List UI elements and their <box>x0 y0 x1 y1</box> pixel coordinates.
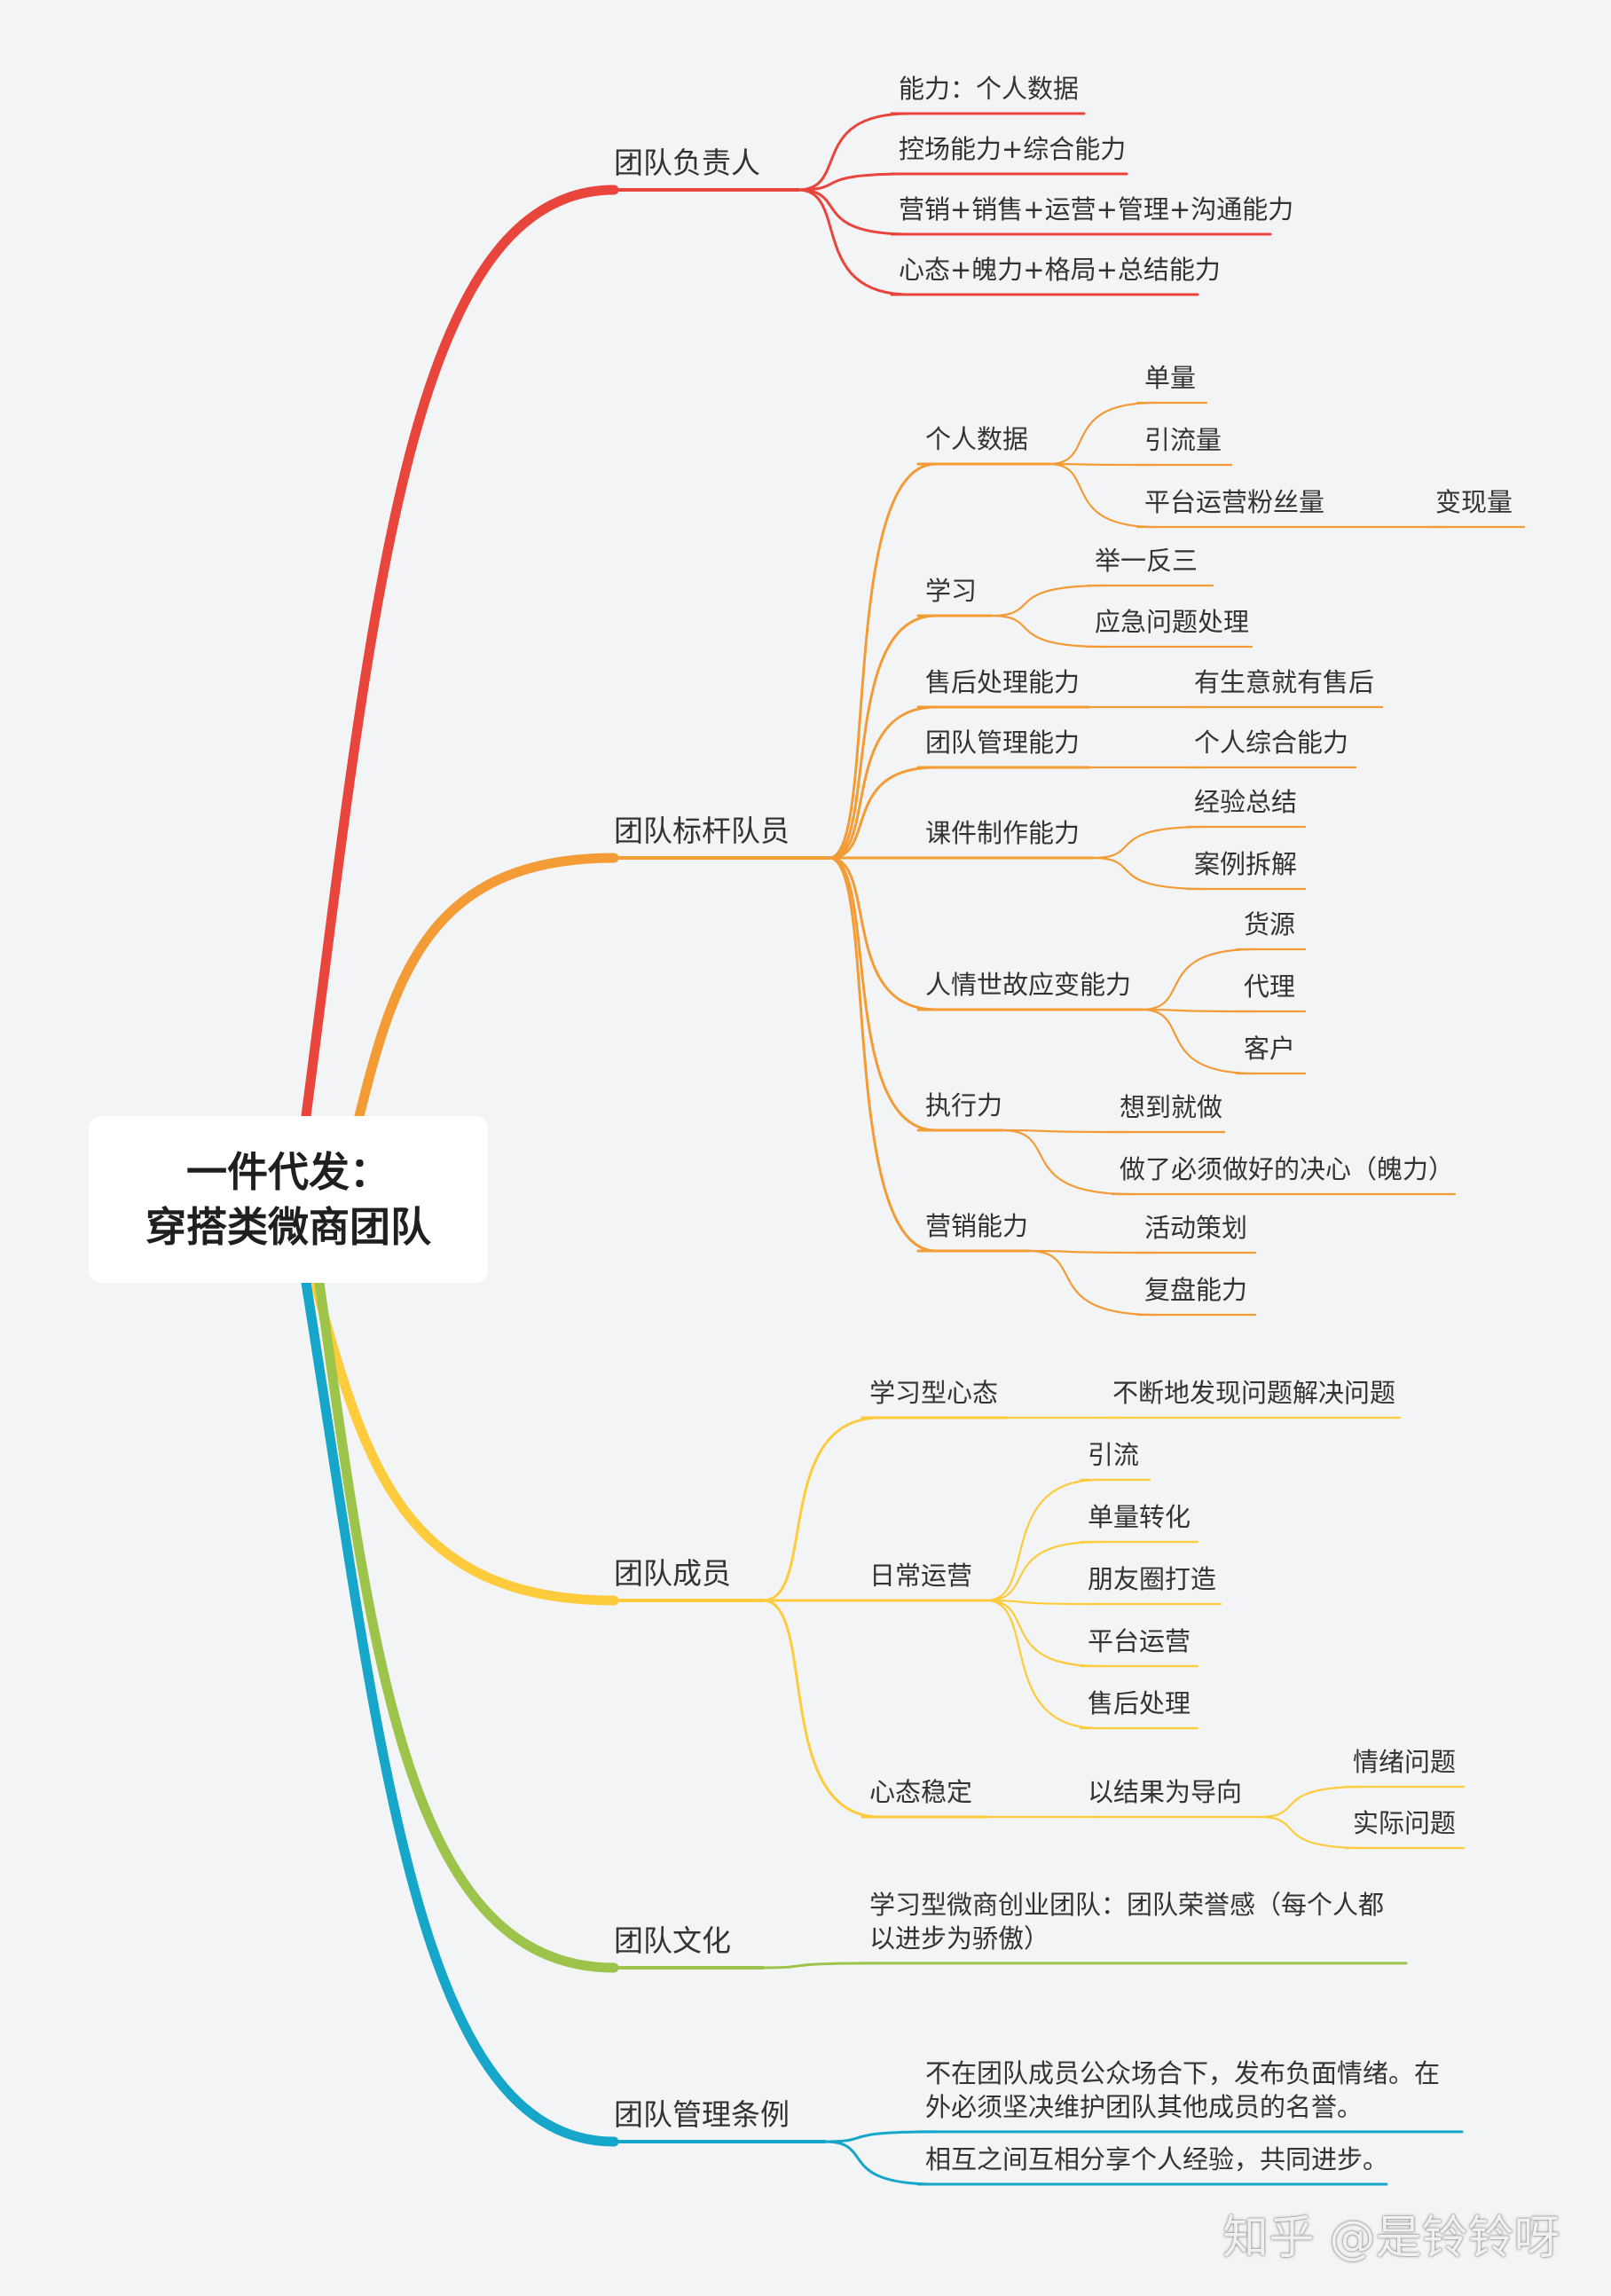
link-4-1 <box>823 2140 938 2186</box>
main-branch-2 <box>310 1278 619 1606</box>
link-1-5-0 <box>1140 947 1256 1011</box>
node-label-0-2[interactable]: 营销+销售+运营+管理+沟通能力 <box>899 194 1294 225</box>
link-1-0-0 <box>1048 401 1157 466</box>
node-label-1-5-2[interactable]: 客户 <box>1244 1034 1296 1065</box>
link-2-1-4 <box>985 1599 1100 1730</box>
node-label-1-1[interactable]: 学习 <box>925 576 978 607</box>
link-1-0-1 <box>1048 462 1157 467</box>
link-4-0 <box>823 2130 938 2143</box>
node-label-2-2-0[interactable]: 以结果为导向 <box>1088 1777 1243 1808</box>
node-label-1-1-1[interactable]: 应急问题处理 <box>1095 607 1250 638</box>
root-title-line-1: 一件代发： <box>186 1147 390 1196</box>
node-label-1-4[interactable]: 课件制作能力 <box>925 818 1081 849</box>
node-label-1-2-0[interactable]: 有生意就有售后 <box>1194 667 1375 698</box>
node-label-2-2-0-1[interactable]: 实际问题 <box>1353 1808 1457 1839</box>
node-label-1-3-0[interactable]: 个人综合能力 <box>1194 727 1349 759</box>
main-branch-4 <box>301 1278 619 2147</box>
node-label-2-1-2[interactable]: 朋友圈打造 <box>1088 1564 1217 1595</box>
link-3-0 <box>761 1962 882 1970</box>
node-label-1-0-2-0[interactable]: 变现量 <box>1435 487 1513 518</box>
link-0-1 <box>797 172 911 192</box>
link-1-5-1 <box>1140 1008 1256 1013</box>
node-label-2-1-4[interactable]: 售后处理 <box>1088 1688 1191 1719</box>
branch-label-4[interactable]: 团队管理条例 <box>614 2097 790 2133</box>
node-label-1-7[interactable]: 营销能力 <box>925 1211 1029 1242</box>
node-label-2-2-0-0[interactable]: 情绪问题 <box>1353 1747 1457 1778</box>
branch-label-0[interactable]: 团队负责人 <box>614 145 760 181</box>
link-0-2 <box>797 188 911 236</box>
node-label-1-0[interactable]: 个人数据 <box>925 424 1029 455</box>
node-label-2-2[interactable]: 心态稳定 <box>869 1777 973 1808</box>
node-label-1-5[interactable]: 人情世故应变能力 <box>925 970 1132 1001</box>
link-1-1-0 <box>989 584 1107 617</box>
node-label-1-0-1[interactable]: 引流量 <box>1144 425 1222 456</box>
node-label-1-0-2[interactable]: 平台运营粉丝量 <box>1144 487 1325 518</box>
node-label-0-0[interactable]: 能力：个人数据 <box>899 74 1080 105</box>
node-label-2-1-1[interactable]: 单量转化 <box>1088 1502 1191 1533</box>
link-2-2-0-1 <box>1258 1815 1365 1850</box>
node-label-2-0[interactable]: 学习型心态 <box>869 1378 999 1409</box>
link-1-6-0 <box>1001 1128 1132 1134</box>
link-0-0 <box>797 112 911 192</box>
root-title-line-2: 穿搭类微商团队 <box>145 1203 431 1251</box>
node-label-1-7-0[interactable]: 活动策划 <box>1144 1213 1248 1244</box>
main-branch-1 <box>354 853 619 1121</box>
node-label-1-1-0[interactable]: 举一反三 <box>1095 546 1198 577</box>
link-1-1-1 <box>989 614 1107 649</box>
link-1-5 <box>828 856 938 1011</box>
link-0-3 <box>797 188 911 296</box>
link-2-2-0-0 <box>1258 1785 1365 1819</box>
link-2-1-2 <box>985 1599 1100 1606</box>
node-label-1-4-0[interactable]: 经验总结 <box>1194 787 1298 818</box>
node-label-4-0[interactable]: 不在团队成员公众场合下，发布负面情绪。在外必须坚决维护团队其他成员的名誉。 <box>925 2058 1441 2123</box>
node-label-1-6[interactable]: 执行力 <box>925 1090 1003 1121</box>
link-1-2 <box>828 705 938 860</box>
link-2-1-3 <box>985 1599 1100 1668</box>
node-label-1-5-0[interactable]: 货源 <box>1244 909 1296 940</box>
node-label-1-5-1[interactable]: 代理 <box>1244 971 1296 1003</box>
link-1-4-1 <box>1091 856 1206 891</box>
node-label-4-1[interactable]: 相互之间互相分享个人经验，共同进步。 <box>925 2144 1389 2175</box>
node-label-0-1[interactable]: 控场能力+综合能力 <box>899 134 1127 165</box>
node-label-3-0[interactable]: 学习型微商创业团队：团队荣誉感（每个人都以进步为骄傲） <box>869 1890 1385 1954</box>
link-1-5-2 <box>1140 1008 1256 1075</box>
link-1-6 <box>828 856 938 1132</box>
link-1-7-1 <box>1027 1249 1157 1317</box>
node-label-1-4-1[interactable]: 案例拆解 <box>1194 849 1298 880</box>
main-branch-0 <box>301 185 619 1121</box>
link-1-0-2 <box>1048 462 1157 529</box>
main-branch-3 <box>314 1278 619 1973</box>
node-label-1-3[interactable]: 团队管理能力 <box>925 727 1081 759</box>
link-1-0 <box>828 462 938 860</box>
branch-label-2[interactable]: 团队成员 <box>614 1556 731 1592</box>
node-label-2-1[interactable]: 日常运营 <box>869 1561 973 1592</box>
node-label-2-1-0[interactable]: 引流 <box>1088 1440 1140 1471</box>
link-2-0 <box>761 1416 882 1602</box>
node-label-0-3[interactable]: 心态+魄力+格局+总结能力 <box>899 255 1221 286</box>
link-2-1-1 <box>985 1540 1100 1602</box>
link-1-4-0 <box>1091 825 1206 860</box>
watermark: 知乎 @是铃铃呀 <box>1222 2212 1560 2265</box>
node-label-1-2[interactable]: 售后处理能力 <box>925 667 1081 698</box>
link-2-2 <box>761 1599 882 1819</box>
link-1-7 <box>828 856 938 1253</box>
link-1-1 <box>828 614 938 860</box>
node-label-2-0-0[interactable]: 不断地发现问题解决问题 <box>1112 1378 1396 1409</box>
node-label-1-7-1[interactable]: 复盘能力 <box>1144 1275 1248 1306</box>
link-1-3 <box>828 766 938 860</box>
branch-label-1[interactable]: 团队标杆队员 <box>614 814 790 849</box>
branch-label-3[interactable]: 团队文化 <box>614 1923 731 1959</box>
root-node[interactable]: 一件代发： 穿搭类微商团队 <box>89 1116 488 1283</box>
link-1-6-1 <box>1001 1128 1132 1196</box>
node-label-1-6-0[interactable]: 想到就做 <box>1120 1092 1223 1123</box>
link-1-7-0 <box>1027 1249 1157 1254</box>
node-label-1-0-0[interactable]: 单量 <box>1144 363 1197 394</box>
node-label-1-6-1[interactable]: 做了必须做好的决心（魄力） <box>1120 1154 1455 1185</box>
node-label-2-1-3[interactable]: 平台运营 <box>1088 1626 1191 1657</box>
link-2-1-0 <box>985 1478 1100 1602</box>
